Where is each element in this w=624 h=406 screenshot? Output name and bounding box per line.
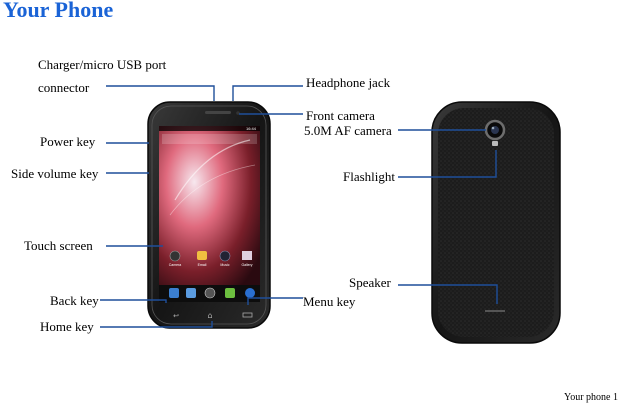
phone-back [431, 101, 561, 344]
back-key-icon: ↩ [173, 312, 179, 320]
label-touch-screen: Touch screen [24, 238, 93, 253]
phone-front: 16:44 Camera Email Music Gallery ↩ ⌂ [147, 101, 271, 329]
menu-key-icon [242, 312, 253, 318]
label-headphone-jack: Headphone jack [306, 75, 391, 90]
home-key-icon: ⌂ [207, 311, 212, 320]
app-label-gallery: Gallery [241, 263, 252, 267]
speaker-grille [485, 310, 505, 312]
label-flashlight: Flashlight [343, 169, 396, 184]
label-power-key: Power key [40, 134, 96, 149]
label-af-camera: 5.0M AF camera [304, 123, 392, 138]
page-title: Your Phone [3, 0, 114, 22]
label-charger-line1: Charger/micro USB port [38, 57, 167, 72]
flashlight-led [492, 141, 498, 146]
label-speaker: Speaker [349, 275, 391, 290]
label-back-key: Back key [50, 293, 99, 308]
app-label-music: Music [220, 263, 229, 267]
app-label-camera: Camera [169, 263, 182, 267]
label-home-key: Home key [40, 319, 94, 334]
callout-lines [100, 85, 498, 328]
label-side-volume-key: Side volume key [11, 166, 99, 181]
app-icon-row [169, 250, 252, 262]
app-label-email: Email [198, 263, 207, 267]
label-front-camera: Front camera [306, 108, 375, 123]
touch-screen-display [159, 126, 260, 286]
page-footer: Your phone 1 [564, 392, 618, 403]
label-charger-line2: connector [38, 80, 90, 95]
label-menu-key: Menu key [303, 294, 356, 309]
status-time: 16:44 [246, 126, 257, 131]
